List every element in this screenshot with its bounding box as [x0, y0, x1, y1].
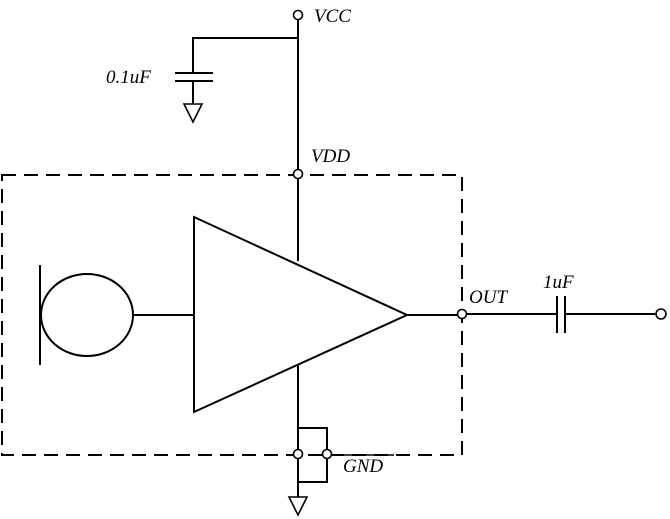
vdd-label: VDD [311, 146, 350, 167]
bypass-capacitor-label: 0.1uF [106, 67, 151, 88]
gnd-node-right [321, 448, 333, 460]
gnd-label: GND [343, 456, 383, 477]
signal-output-terminal [655, 308, 667, 320]
coupling-capacitor-label: 1uF [543, 272, 574, 293]
coupling-capacitor [467, 296, 655, 333]
bypass-capacitor [175, 37, 298, 104]
microphone-icon [40, 273, 134, 357]
gnd-node-left [292, 448, 304, 460]
out-label: OUT [469, 287, 508, 308]
module-boundary [1, 174, 463, 456]
vcc-terminal [292, 9, 304, 21]
vdd-node [292, 168, 304, 180]
ground-icon-bottom [287, 496, 309, 517]
ground-icon [182, 103, 204, 124]
out-node [456, 308, 468, 320]
amplifier-triangle [193, 215, 410, 414]
vcc-label: VCC [314, 6, 351, 27]
